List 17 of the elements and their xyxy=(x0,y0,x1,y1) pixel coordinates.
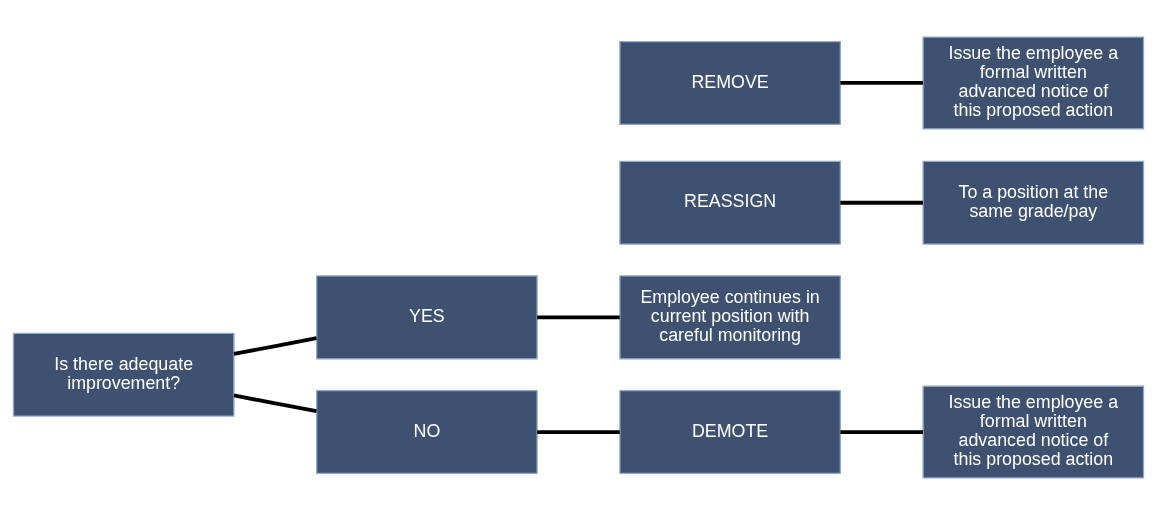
connector xyxy=(233,393,317,414)
connector xyxy=(840,430,923,434)
node-box: Issue the employee a formal written advanced notice of this proposed action xyxy=(922,385,1145,479)
node-box: To a position at the same grade/pay xyxy=(922,160,1145,245)
node-box: Is there adequate improvement? xyxy=(12,332,235,417)
node-box: Issue the employee a formal written advanced notice of this proposed action xyxy=(922,36,1145,130)
node-box: DEMOTE xyxy=(619,390,841,475)
connector xyxy=(840,200,923,205)
connector xyxy=(840,81,923,85)
connector xyxy=(233,336,317,356)
node-box: REASSIGN xyxy=(619,160,841,245)
node-box: Employee continues in current position with careful monitoring xyxy=(619,275,841,360)
connector xyxy=(537,430,620,434)
connector xyxy=(537,315,620,320)
node-box: YES xyxy=(316,275,538,360)
node-box: REMOVE xyxy=(619,40,841,125)
node-box: NO xyxy=(316,390,538,475)
